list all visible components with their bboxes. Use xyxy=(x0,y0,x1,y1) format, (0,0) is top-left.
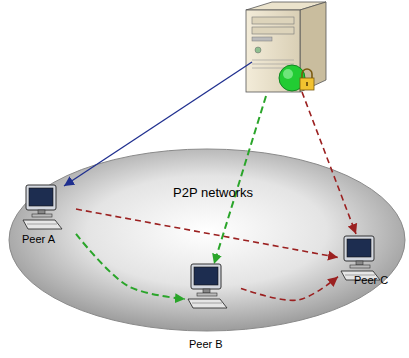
peer-link xyxy=(76,209,338,257)
server-link xyxy=(214,96,266,264)
region-label: P2P networks xyxy=(173,186,253,200)
peer-computer: Peer B xyxy=(185,262,241,350)
network-region: P2P networksPeer APeer BPeer C xyxy=(8,148,406,332)
server-link xyxy=(64,62,252,186)
peer-computer: Peer A xyxy=(20,183,76,245)
peer-label: Peer C xyxy=(354,274,398,286)
computer-icon xyxy=(185,262,229,310)
server-icon xyxy=(246,2,326,92)
peer-label: Peer B xyxy=(189,338,241,350)
peer-label: Peer A xyxy=(22,233,76,245)
server-link xyxy=(302,92,356,234)
peer-computer: Peer C xyxy=(338,234,398,286)
peer-link xyxy=(76,234,185,299)
security-icon xyxy=(279,65,314,91)
peer-link xyxy=(241,277,338,301)
computer-icon xyxy=(20,183,64,231)
